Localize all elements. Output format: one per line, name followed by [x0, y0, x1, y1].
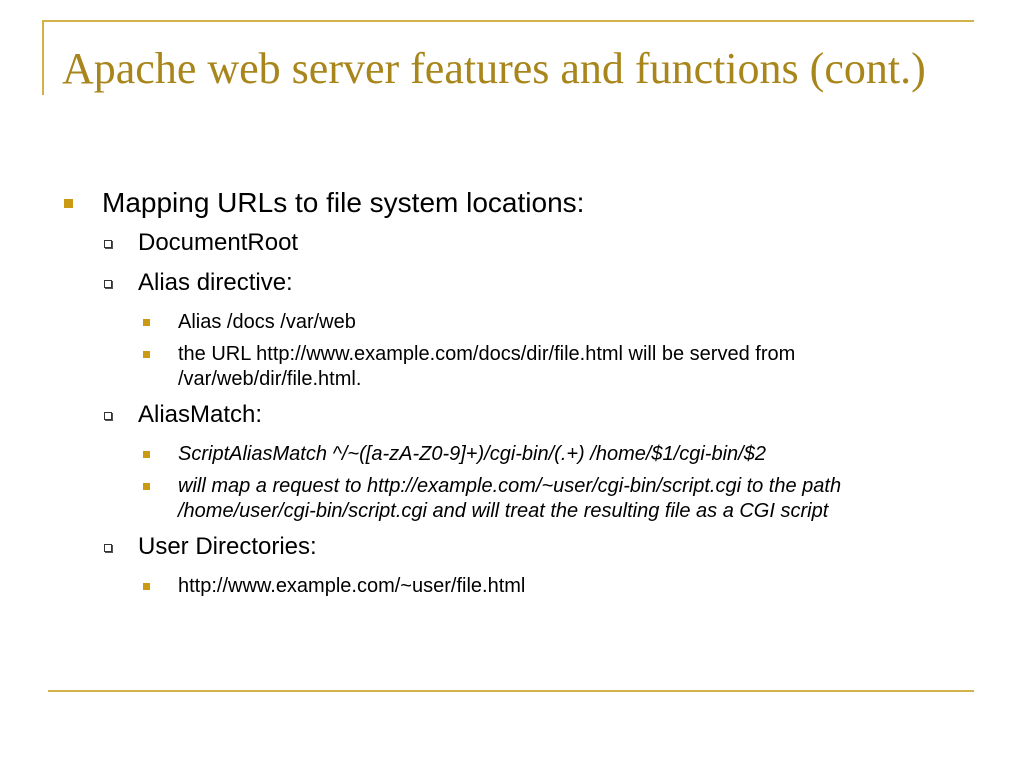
list-item-aliasmatch: AliasMatch: — [0, 395, 1024, 435]
top-rule — [42, 20, 974, 22]
square-bullet-icon — [64, 199, 73, 208]
square-bullet-icon — [143, 351, 150, 358]
list-item-alias-explanation: the URL http://www.example.com/docs/dir/… — [0, 342, 958, 392]
list-item-text: ScriptAliasMatch ^/~([a-zA-Z0-9]+)/cgi-b… — [178, 443, 766, 465]
square-bullet-icon — [143, 451, 150, 458]
list-item-text: AliasMatch: — [138, 401, 263, 428]
list-item-alias-example: Alias /docs /var/web — [0, 310, 958, 335]
list-item-text: Alias /docs /var/web — [178, 311, 356, 333]
list-item-documentroot: DocumentRoot — [0, 223, 1024, 263]
square-bullet-icon — [143, 483, 150, 490]
left-rule — [42, 20, 44, 95]
list-item-text: Mapping URLs to file system locations: — [102, 187, 585, 218]
bullet-list: Mapping URLs to file system locations: D… — [0, 183, 1024, 602]
list-item-user-directories: User Directories: — [0, 527, 1024, 567]
list-item-text: DocumentRoot — [138, 229, 299, 256]
hollow-square-bullet-icon — [104, 544, 112, 552]
list-item-text: the URL http://www.example.com/docs/dir/… — [178, 343, 796, 390]
list-item-text: will map a request to http://example.com… — [178, 475, 842, 522]
list-item-alias-directive: Alias directive: — [0, 263, 1024, 303]
list-item-user-url: http://www.example.com/~user/file.html — [0, 574, 958, 599]
list-item-scriptaliasmatch-explanation: will map a request to http://example.com… — [0, 474, 958, 524]
list-item-text: http://www.example.com/~user/file.html — [178, 575, 526, 597]
list-item-text: Alias directive: — [138, 269, 293, 296]
hollow-square-bullet-icon — [104, 412, 112, 420]
square-bullet-icon — [143, 319, 150, 326]
list-item-mapping-urls: Mapping URLs to file system locations: — [0, 183, 1024, 223]
bottom-rule — [48, 690, 974, 692]
hollow-square-bullet-icon — [104, 280, 112, 288]
slide-title: Apache web server features and functions… — [62, 44, 926, 93]
list-item-scriptaliasmatch-example: ScriptAliasMatch ^/~([a-zA-Z0-9]+)/cgi-b… — [0, 442, 958, 467]
square-bullet-icon — [143, 583, 150, 590]
list-item-text: User Directories: — [138, 533, 317, 560]
hollow-square-bullet-icon — [104, 240, 112, 248]
